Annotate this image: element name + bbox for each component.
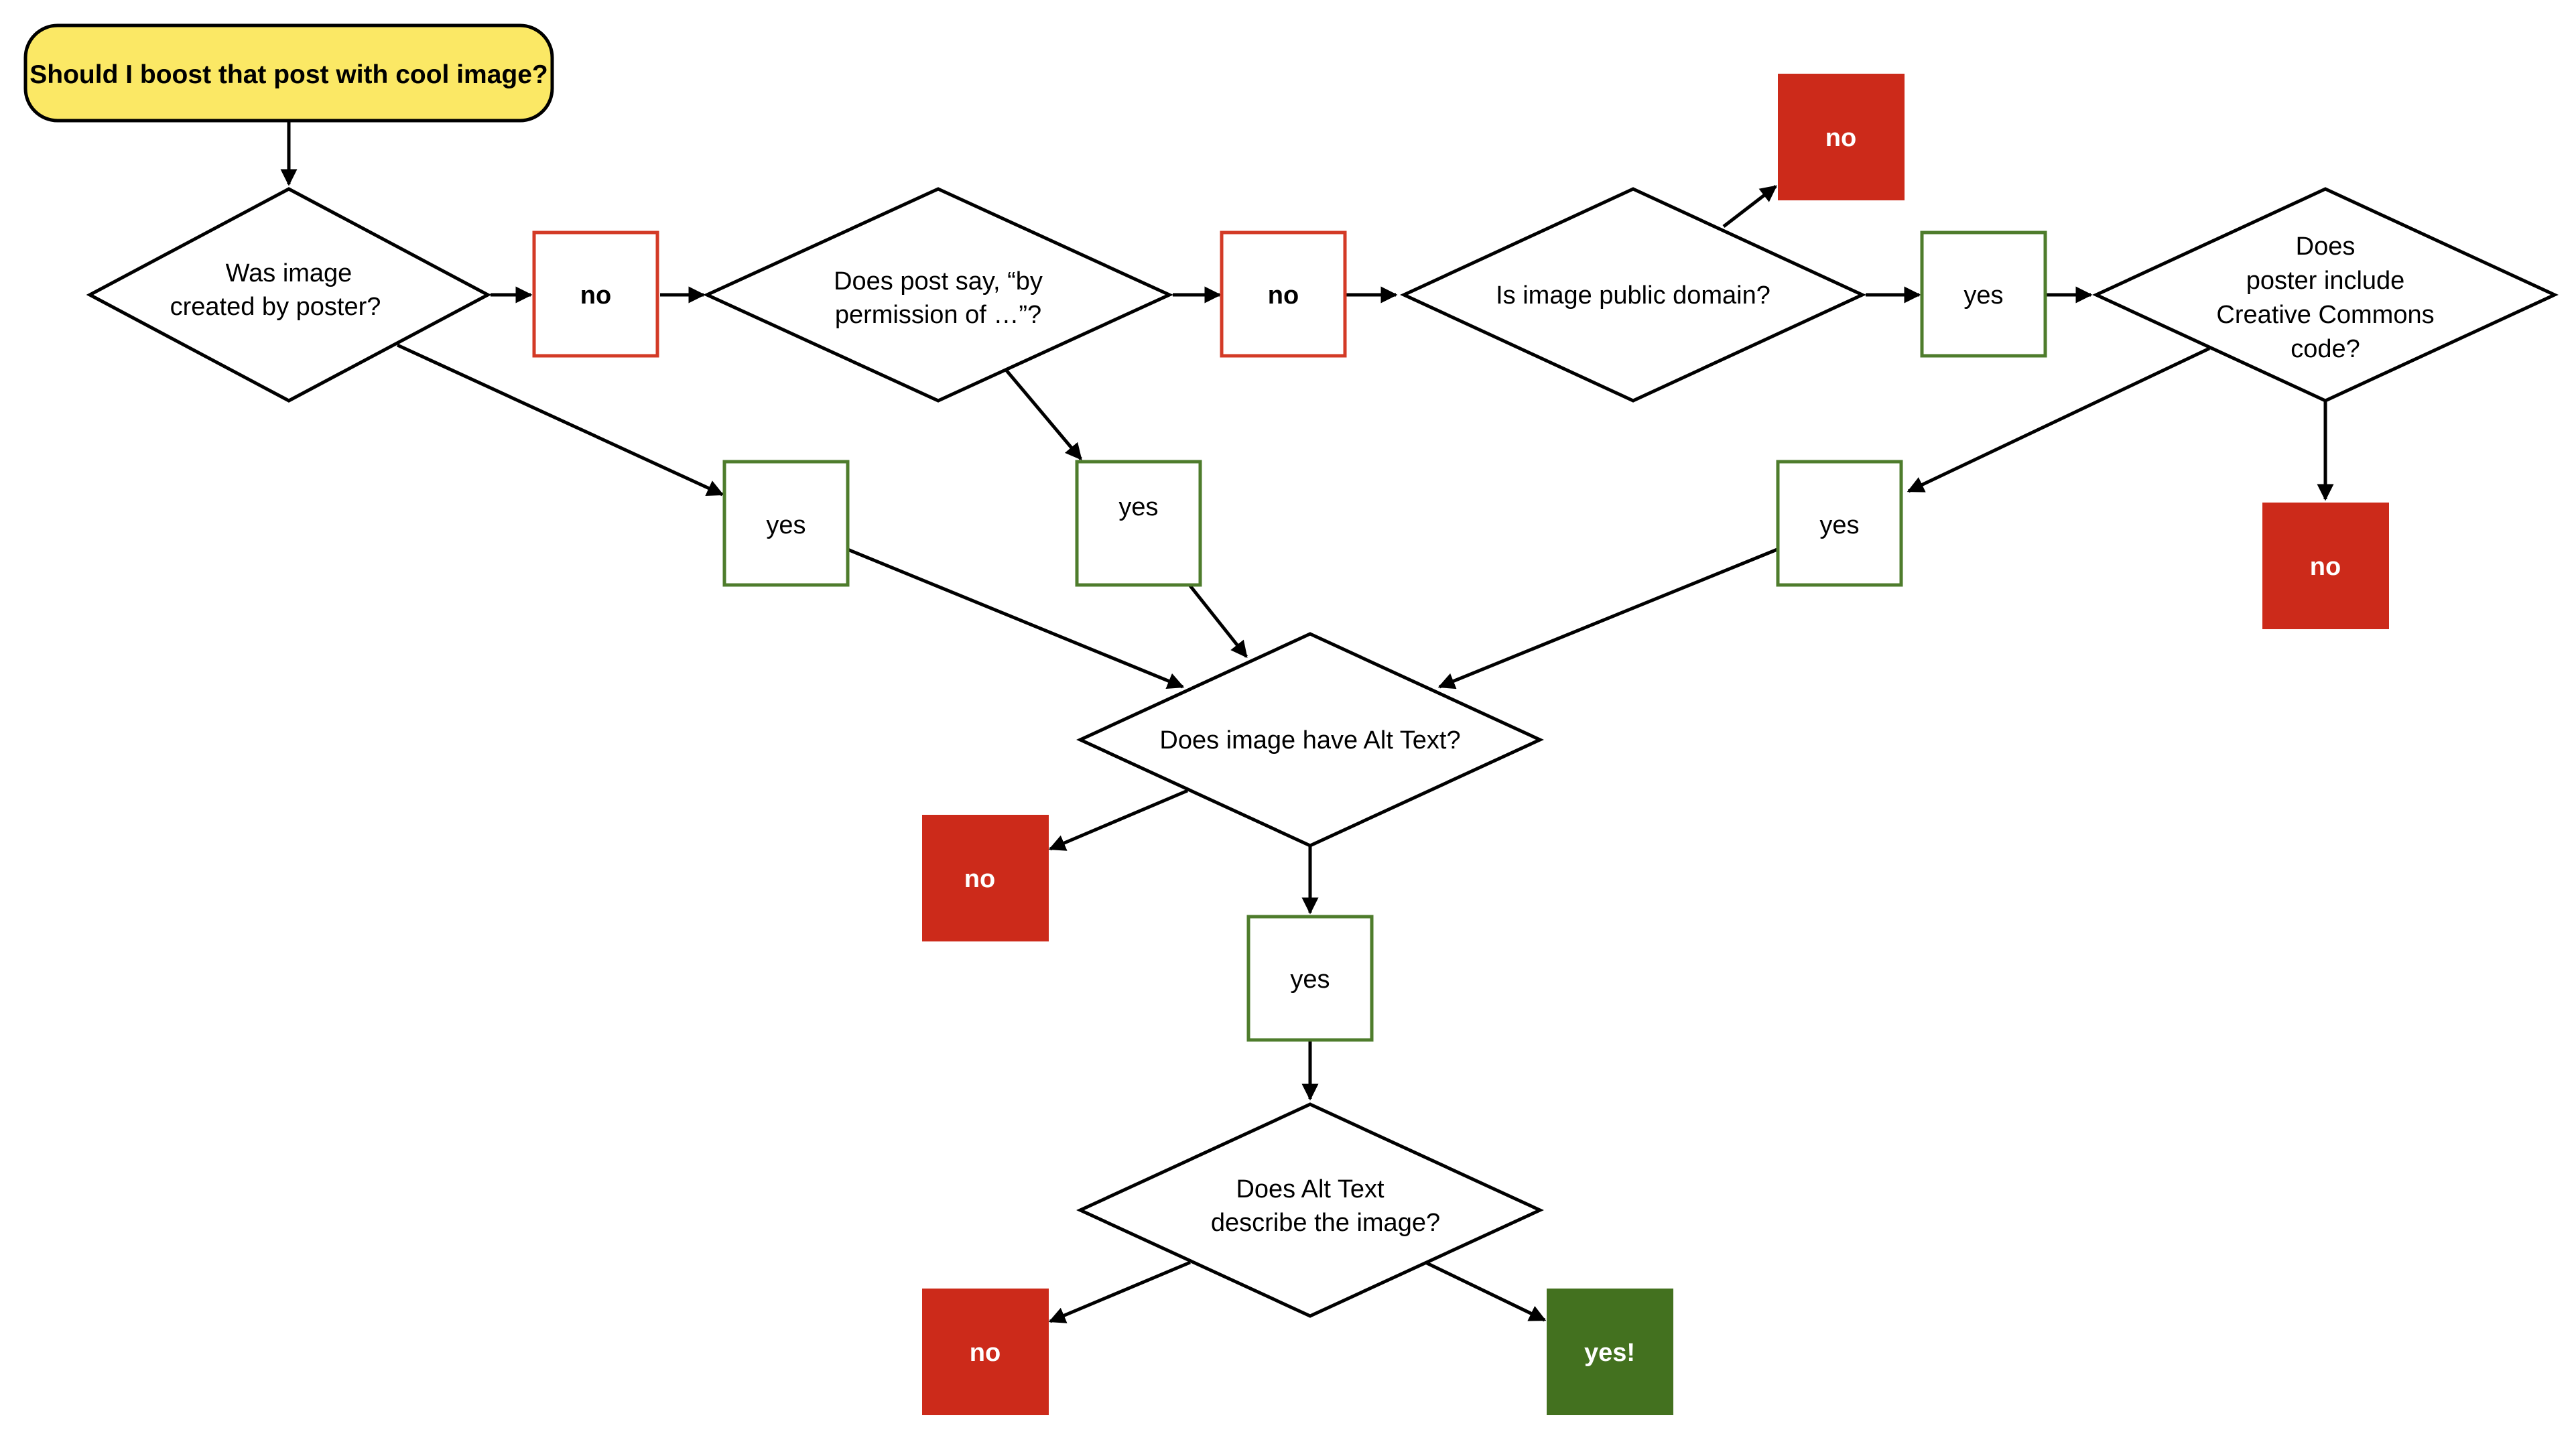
answer-no-alt-text: no <box>922 815 1049 941</box>
answer-label: yes <box>1118 493 1158 521</box>
decision-label-line: Does <box>2296 233 2356 261</box>
answer-box <box>532 231 659 358</box>
decision-label-line: Creative Commons <box>2216 301 2434 329</box>
answer-yes-public-domain: yes <box>1920 231 2047 358</box>
decision-label-line: Was image <box>226 259 352 287</box>
answer-yes-created: yes <box>722 460 850 587</box>
answer-label: no <box>1268 281 1299 310</box>
start-node: Should I boost that post with cool image… <box>23 23 554 123</box>
decision-label-line: created by poster? <box>170 293 381 321</box>
answer-box <box>1776 460 1903 587</box>
decision-label-line: code? <box>2291 335 2360 363</box>
decision-label-line: Is image public domain? <box>1496 281 1770 310</box>
answer-no-alt-describes: no <box>922 1289 1049 1415</box>
decision-shape <box>1076 632 1544 848</box>
arrow-creative-commons-to-yes <box>1907 346 2211 493</box>
answer-label: yes <box>1290 966 1330 994</box>
arrow-created-to-yes <box>396 343 724 497</box>
arrow-yes-permission-to-alt <box>1188 584 1248 658</box>
answer-label: yes <box>1819 511 1859 539</box>
answer-box <box>2262 503 2389 629</box>
decision-shape <box>86 187 492 403</box>
answer-box <box>1778 74 1905 200</box>
answer-label: no <box>2310 553 2341 581</box>
decision-shape <box>1076 1102 1544 1318</box>
decision-label-line: poster include <box>2246 267 2405 295</box>
answer-final-yes: yes! <box>1547 1289 1673 1415</box>
decision-alt-describes: Does Alt Text describe the image? <box>1076 1102 1544 1318</box>
answer-box <box>1920 231 2047 358</box>
arrow-permission-to-yes <box>1005 369 1082 460</box>
answer-yes-permission: yes <box>1075 460 1202 587</box>
arrow-alt-describes-to-yes <box>1424 1260 1547 1322</box>
answer-label: no <box>1825 124 1856 152</box>
answer-label: yes <box>1963 281 2003 310</box>
answer-label: no <box>964 865 995 893</box>
decision-by-permission: Does post say, “by permission of …”? <box>702 187 1174 403</box>
arrow-yes-cc-to-alt <box>1437 547 1778 689</box>
answer-box <box>722 460 850 587</box>
answer-label: yes <box>766 511 806 539</box>
decision-public-domain: Is image public domain? <box>1400 187 1866 403</box>
decision-label-line: Does image have Alt Text? <box>1159 726 1460 754</box>
answer-label: no <box>970 1339 1001 1367</box>
arrow-yes-created-to-alt <box>847 547 1185 689</box>
answer-no-created: no <box>532 231 659 358</box>
answer-label: yes! <box>1584 1339 1635 1367</box>
answer-box <box>922 815 1049 941</box>
decision-creative-commons: Does poster include Creative Commons cod… <box>2092 187 2559 403</box>
decision-label-line: describe the image? <box>1211 1209 1440 1237</box>
answer-box <box>922 1289 1049 1415</box>
decision-label-line: Does post say, “by <box>834 267 1043 295</box>
answer-box <box>1246 915 1374 1042</box>
decision-shape <box>1400 187 1866 403</box>
decision-label-line: permission of …”? <box>835 301 1041 329</box>
decision-shape <box>702 187 1174 403</box>
arrow-alt-to-no <box>1048 789 1188 851</box>
arrow-public-domain-to-no <box>1722 185 1777 228</box>
answer-yes-alt-text: yes <box>1246 915 1374 1042</box>
answer-no-public-domain: no <box>1778 74 1905 200</box>
start-node-shape <box>23 23 554 123</box>
arrow-alt-describes-to-no <box>1048 1260 1191 1323</box>
answer-label: no <box>580 281 611 310</box>
start-node-label: Should I boost that post with cool image… <box>29 60 548 89</box>
decision-created-by-poster: Was image created by poster? <box>86 187 492 403</box>
answer-no-permission: no <box>1220 231 1347 358</box>
answer-box <box>1220 231 1347 358</box>
answer-yes-creative-commons: yes <box>1776 460 1903 587</box>
answer-box <box>1547 1289 1673 1415</box>
answer-no-creative-commons: no <box>2262 503 2389 629</box>
decision-shape <box>2092 187 2559 403</box>
decision-alt-text: Does image have Alt Text? <box>1076 632 1544 848</box>
answer-box <box>1075 460 1202 587</box>
connectors <box>280 122 2334 1323</box>
decision-label-line: Does Alt Text <box>1236 1175 1384 1203</box>
